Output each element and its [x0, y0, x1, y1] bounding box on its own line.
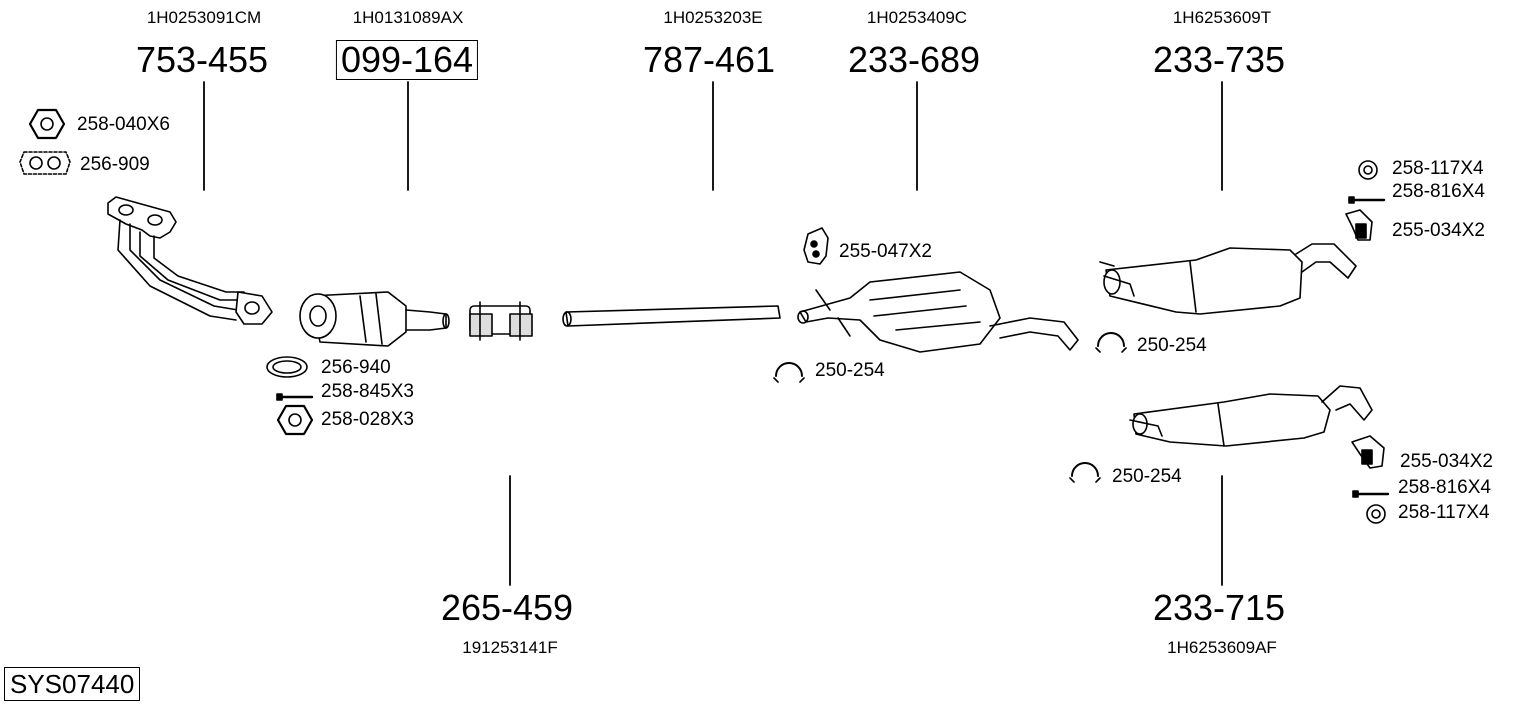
accessory-label[interactable]: 258-117X4	[1392, 158, 1484, 179]
system-code: SYS07440	[4, 667, 141, 701]
washer-icon	[1358, 160, 1378, 180]
bracket-icon	[1345, 209, 1373, 241]
part-number-787-461[interactable]: 787-461	[642, 39, 776, 80]
oem-ref: 1H0253203E	[663, 8, 763, 27]
oem-ref: 1H6253609AF	[1167, 638, 1277, 657]
oem-ref: 1H0253409C	[866, 8, 968, 27]
rear-silencer-upper-drawing	[1099, 243, 1357, 315]
pipe-connector-drawing	[469, 301, 533, 341]
accessory-label[interactable]: 255-034X2	[1392, 220, 1485, 241]
accessory-label[interactable]: 255-047X2	[839, 241, 932, 262]
leader-lines	[203, 81, 1223, 586]
washer-icon	[1366, 504, 1386, 524]
rear-silencer-lower-drawing	[1129, 385, 1373, 447]
oem-ref: 1H0131089AX	[352, 8, 464, 27]
oem-ref: 1H0253091CM	[146, 8, 262, 27]
part-number-233-689[interactable]: 233-689	[847, 39, 981, 80]
bolt-icon	[276, 393, 314, 401]
front-pipe-drawing	[107, 196, 273, 325]
accessory-label[interactable]: 258-816X4	[1392, 181, 1485, 202]
flange-gasket-icon	[19, 151, 71, 175]
bracket-icon	[1351, 435, 1385, 469]
accessory-label[interactable]: 258-816X4	[1398, 477, 1491, 498]
accessory-label[interactable]: 256-940	[321, 357, 391, 378]
accessory-label[interactable]: 256-909	[80, 154, 150, 175]
bolt-icon	[1348, 196, 1386, 204]
accessory-label[interactable]: 258-845X3	[321, 381, 414, 402]
accessory-label[interactable]: 250-254	[1137, 335, 1207, 356]
part-number-265-459[interactable]: 265-459	[440, 587, 574, 628]
rubber-hanger-icon	[803, 227, 829, 265]
part-number-233-735[interactable]: 233-735	[1152, 39, 1286, 80]
pipe-clamp-icon	[773, 362, 805, 383]
oem-ref: 1H6253609T	[1172, 8, 1272, 27]
bolt-icon	[1352, 490, 1390, 498]
accessory-label[interactable]: 258-040X6	[77, 114, 170, 135]
pipe-clamp-icon	[1069, 462, 1101, 483]
accessory-label[interactable]: 250-254	[815, 360, 885, 381]
part-number-099-164[interactable]: 099-164	[335, 40, 479, 80]
intermediate-pipe-drawing	[562, 305, 781, 327]
hex-nut-icon	[28, 108, 66, 140]
part-number-233-715[interactable]: 233-715	[1152, 587, 1286, 628]
accessory-label[interactable]: 250-254	[1112, 466, 1182, 487]
catalytic-converter-drawing	[299, 291, 450, 347]
accessory-label[interactable]: 258-028X3	[321, 409, 414, 430]
part-number-753-455[interactable]: 753-455	[135, 39, 269, 80]
oem-ref: 191253141F	[462, 638, 558, 657]
accessory-label[interactable]: 258-117X4	[1398, 502, 1490, 523]
ring-gasket-icon	[266, 356, 308, 378]
centre-silencer-drawing	[797, 271, 1079, 353]
hex-nut-icon	[276, 404, 314, 436]
pipe-clamp-icon	[1095, 332, 1127, 353]
accessory-label[interactable]: 255-034X2	[1400, 451, 1493, 472]
